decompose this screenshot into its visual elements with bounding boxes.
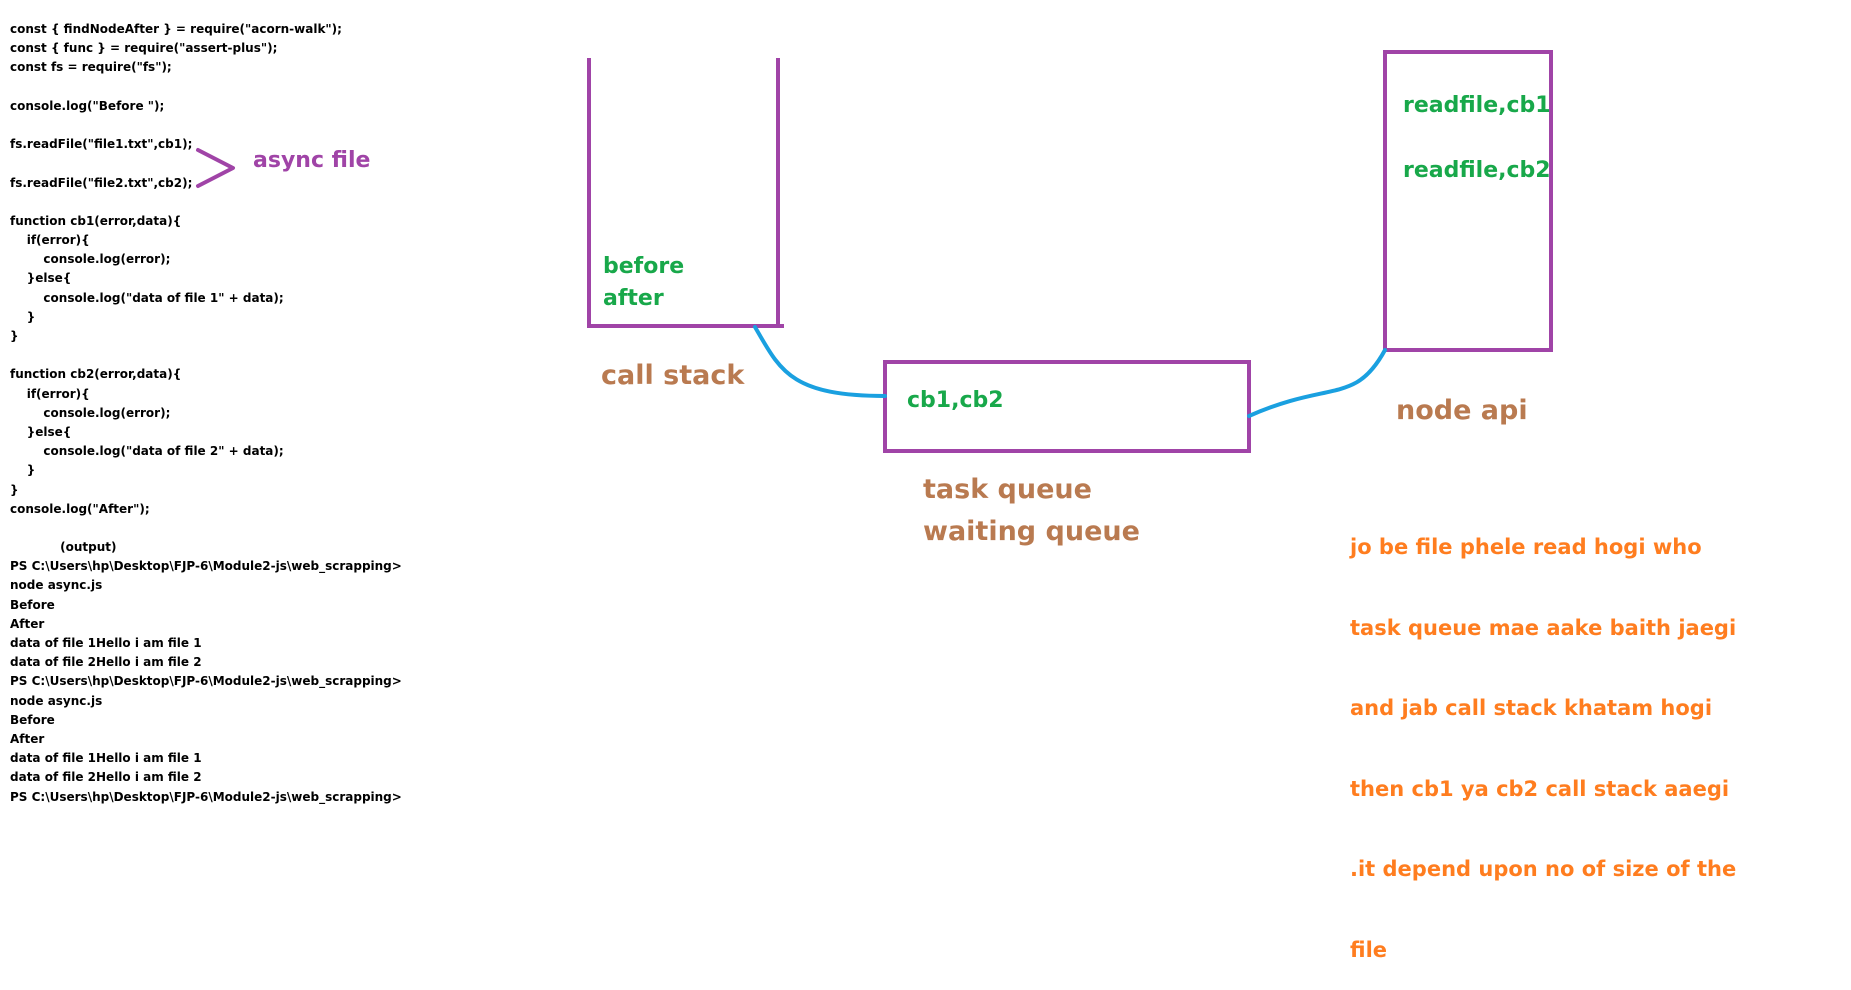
- code-line: }: [10, 329, 19, 343]
- task-queue-box: [883, 360, 1251, 453]
- call-stack-label: call stack: [601, 360, 745, 391]
- code-line: After: [10, 731, 45, 746]
- code-line: Before: [10, 597, 55, 612]
- call-stack-item-before: before: [603, 254, 685, 279]
- code-line: Before: [10, 712, 55, 727]
- node-api-item-readfile-cb2: readfile,cb2: [1403, 158, 1551, 183]
- code-line: node async.js: [10, 693, 103, 708]
- explanation-line: file: [1350, 937, 1388, 962]
- code-line: console.log("Before ");: [10, 98, 165, 113]
- call-stack-item-after: after: [603, 286, 664, 311]
- code-line: console.log("data of file 2" + data);: [10, 444, 284, 459]
- code-line: data of file 1Hello i am file 1: [10, 751, 202, 766]
- code-line: (output): [10, 540, 117, 555]
- node-api-item-readfile-cb1: readfile,cb1: [1403, 93, 1551, 118]
- code-line: PS C:\Users\hp\Desktop\FJP-6\Module2-js\…: [10, 789, 402, 804]
- code-line: }: [10, 309, 36, 324]
- code-line: }else{: [10, 271, 72, 286]
- code-line: }: [10, 482, 19, 497]
- call-stack-box: [587, 58, 784, 328]
- call-stack-to-task-queue-connector: [753, 325, 887, 398]
- explanation-line: then cb1 ya cb2 call stack aaegi: [1350, 776, 1730, 801]
- event-loop-diagram: [196, 50, 1553, 453]
- code-line: node async.js: [10, 578, 103, 593]
- code-line: PS C:\Users\hp\Desktop\FJP-6\Module2-js\…: [10, 674, 402, 689]
- waiting-queue-label: waiting queue: [923, 516, 1140, 547]
- code-line: }else{: [10, 424, 72, 439]
- code-line: fs.readFile("file1.txt",cb1);: [10, 137, 193, 152]
- explanation-note: jo be file phele read hogi who task queu…: [1350, 483, 1736, 990]
- explanation-line: and jab call stack khatam hogi: [1350, 696, 1713, 720]
- code-line: const { findNodeAfter } = require("acorn…: [10, 22, 342, 36]
- code-line: After: [10, 616, 45, 631]
- code-line: data of file 2Hello i am file 2: [10, 770, 202, 785]
- explanation-line: .it depend upon no of size of the: [1350, 857, 1737, 881]
- code-line: }: [10, 463, 36, 478]
- async-bracket: [196, 148, 235, 188]
- node-api-label: node api: [1396, 395, 1528, 426]
- code-line: if(error){: [10, 386, 90, 401]
- node-api-box: [1383, 50, 1553, 352]
- code-line: console.log(error);: [10, 252, 171, 267]
- code-line: function cb1(error,data){: [10, 213, 182, 228]
- code-line: PS C:\Users\hp\Desktop\FJP-6\Module2-js\…: [10, 559, 402, 574]
- code-line: if(error){: [10, 233, 90, 248]
- explanation-line: jo be file phele read hogi who: [1350, 535, 1702, 559]
- code-line: console.log("After");: [10, 501, 150, 516]
- explanation-line: task queue mae aake baith jaegi: [1350, 615, 1737, 640]
- code-line: console.log("data of file 1" + data);: [10, 290, 284, 305]
- task-queue-content: cb1,cb2: [907, 388, 1004, 413]
- code-listing: const { findNodeAfter } = require("acorn…: [10, 20, 402, 807]
- code-line: const fs = require("fs");: [10, 60, 172, 75]
- code-line: console.log(error);: [10, 405, 171, 420]
- code-line: data of file 2Hello i am file 2: [10, 655, 202, 670]
- code-line: const { func } = require("assert-plus");: [10, 41, 278, 56]
- task-queue-to-node-api-connector: [1247, 348, 1387, 418]
- async-file-annotation: async file: [253, 148, 371, 173]
- task-queue-label: task queue: [923, 474, 1092, 505]
- code-line: fs.readFile("file2.txt",cb2);: [10, 175, 193, 190]
- code-line: data of file 1Hello i am file 1: [10, 636, 202, 650]
- code-line: function cb2(error,data){: [10, 367, 182, 382]
